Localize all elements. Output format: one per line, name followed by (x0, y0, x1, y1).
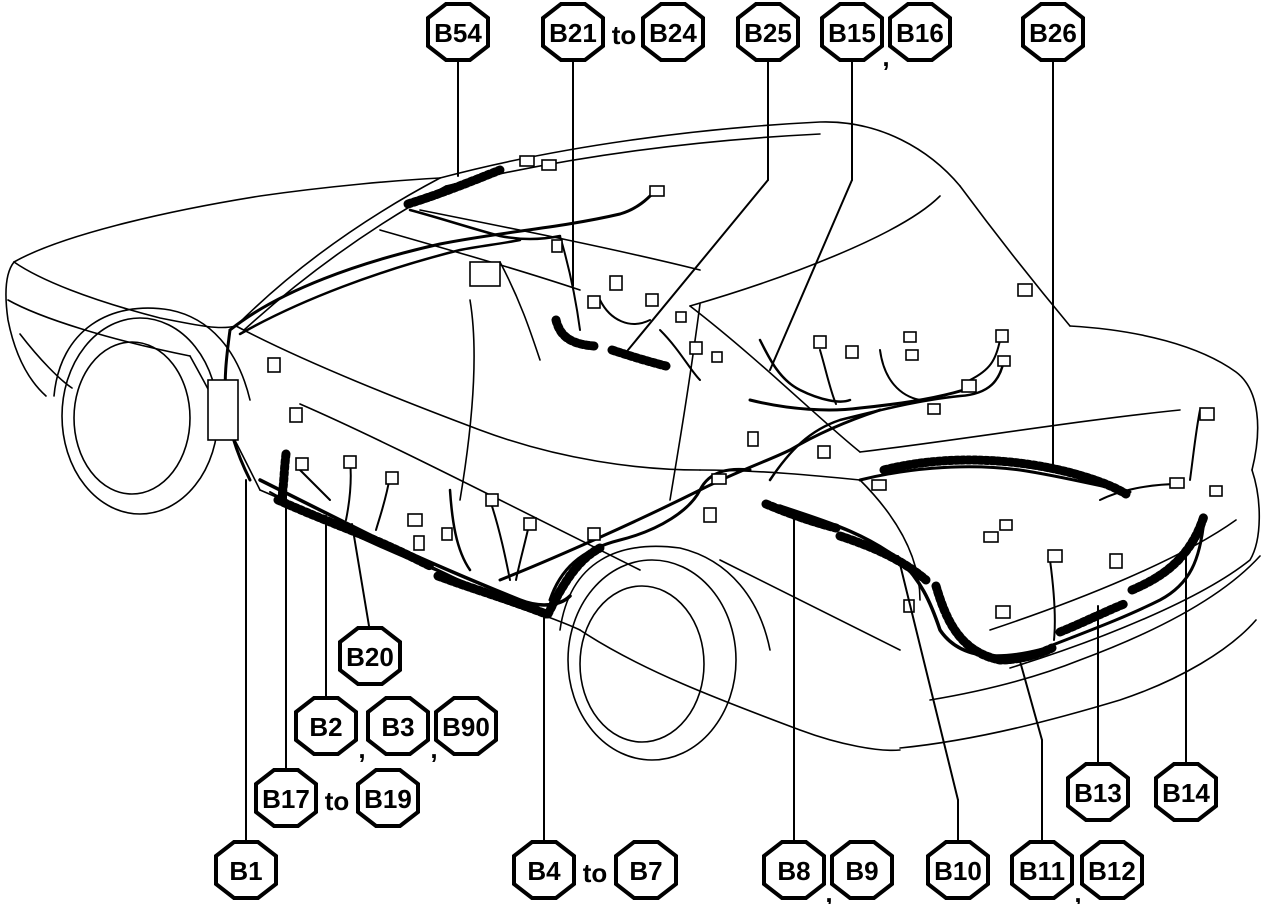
badge-b16: B16 (888, 2, 952, 62)
badge-label: B20 (346, 642, 394, 672)
badge-label: B3 (381, 712, 414, 742)
badge-label: B14 (1162, 778, 1210, 808)
joiner-comma: , (430, 734, 437, 764)
badge-label: B15 (828, 18, 876, 48)
badge-b26: B26 (1021, 2, 1085, 62)
badge-b7: B7 (614, 840, 678, 900)
badge-label: B9 (845, 856, 878, 886)
badge-b9: B9 (830, 840, 894, 900)
car-body-outline (5, 121, 1261, 761)
joiner-to: to (583, 858, 608, 888)
badge-label: B7 (629, 856, 662, 886)
badge-label: B16 (896, 18, 944, 48)
badge-label: B4 (527, 856, 561, 886)
badge-b12: B12 (1080, 840, 1144, 900)
badge-b1: B1 (214, 840, 278, 900)
badge-label: B26 (1029, 18, 1077, 48)
joiner-comma: , (825, 878, 832, 904)
badge-b8: B8 (762, 840, 826, 900)
badge-b2: B2 (294, 696, 358, 756)
badge-b14: B14 (1154, 762, 1218, 822)
badge-label: B10 (934, 856, 982, 886)
joiner-comma: , (1074, 878, 1081, 904)
joiner-comma: , (358, 734, 365, 764)
badge-label: B25 (744, 18, 792, 48)
connectors (207, 155, 1223, 619)
joiner-to: to (612, 20, 637, 50)
badge-label: B17 (262, 784, 310, 814)
badge-b90: B90 (434, 696, 498, 756)
badge-label: B90 (442, 712, 490, 742)
badge-b25: B25 (736, 2, 800, 62)
badge-b13: B13 (1066, 762, 1130, 822)
badge-label: B8 (777, 856, 810, 886)
badge-label: B21 (549, 18, 597, 48)
badge-label: B1 (229, 856, 262, 886)
badge-label: B12 (1088, 856, 1136, 886)
badge-b17: B17 (254, 768, 318, 828)
badge-b4: B4 (512, 840, 576, 900)
leader-lines (245, 59, 1187, 843)
badge-label: B54 (434, 18, 482, 48)
badge-b54: B54 (426, 2, 490, 62)
badge-b3: B3 (366, 696, 430, 756)
badge-label: B11 (1019, 856, 1065, 886)
badge-b15: B15 (820, 2, 884, 62)
joiner-comma: , (882, 42, 889, 72)
badge-b24: B24 (641, 2, 705, 62)
badge-b19: B19 (356, 768, 420, 828)
badge-label: B13 (1074, 778, 1122, 808)
badge-b21: B21 (541, 2, 605, 62)
badge-b10: B10 (926, 840, 990, 900)
joiner-to: to (325, 786, 350, 816)
badge-label: B2 (309, 712, 342, 742)
badge-b11: B11 (1010, 840, 1074, 900)
harness-protectors (273, 165, 1209, 665)
badge-label: B24 (649, 18, 697, 48)
badge-b20: B20 (338, 626, 402, 686)
wire-harness (223, 188, 1206, 658)
badge-label: B19 (364, 784, 412, 814)
